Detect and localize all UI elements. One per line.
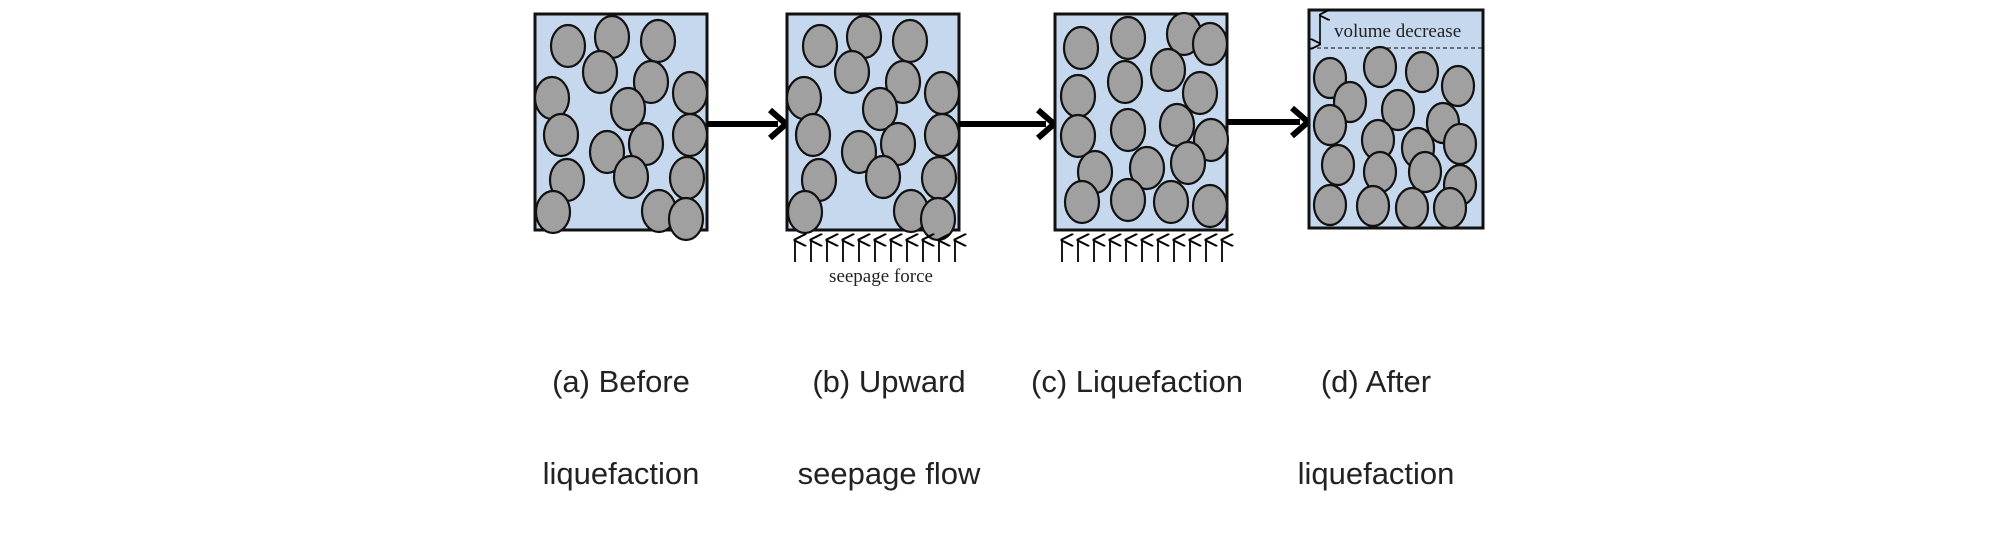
- soil-particle: [891, 18, 929, 64]
- caption-d: (d) After liquefaction: [1246, 313, 1506, 543]
- soil-particle: [1158, 102, 1196, 148]
- soil-particle: [533, 75, 571, 121]
- soil-particle: [1432, 186, 1468, 230]
- soil-particle: [1440, 64, 1476, 108]
- soil-particle: [639, 18, 677, 64]
- caption-a: (a) Before liquefaction: [491, 313, 751, 543]
- soil-particle: [1109, 107, 1147, 153]
- soil-particle: [612, 154, 650, 200]
- arrow-b-to-c: [959, 107, 1059, 141]
- soil-particle: [542, 112, 580, 158]
- panel-b-upward-seepage-flow: seepage force: [785, 12, 961, 287]
- soil-particle: [534, 189, 572, 235]
- soil-particle: [1394, 186, 1430, 230]
- soil-particle: [840, 129, 878, 175]
- caption-c: (c) Liquefaction: [1017, 313, 1257, 451]
- panel-a-particles: [533, 14, 709, 242]
- soil-particle: [671, 70, 709, 116]
- soil-particle: [919, 196, 957, 242]
- panel-c-liquefaction: [1053, 11, 1230, 262]
- soil-particle: [920, 155, 958, 201]
- soil-particle: [1380, 88, 1416, 132]
- soil-particle: [581, 49, 619, 95]
- panel-d-particles: [1312, 45, 1478, 230]
- soil-particle: [1191, 21, 1229, 67]
- soil-particle: [1362, 45, 1398, 89]
- soil-particle: [1062, 25, 1100, 71]
- soil-particle: [1109, 15, 1147, 61]
- soil-particle: [923, 112, 961, 158]
- soil-particle: [1404, 50, 1440, 94]
- caption-a-line2: liquefaction: [542, 456, 700, 491]
- soil-particle: [1442, 122, 1478, 166]
- soil-particle: [667, 196, 705, 242]
- panel-b-seepage-force-label: seepage force: [829, 266, 933, 287]
- soil-particle: [833, 49, 871, 95]
- soil-particle: [1312, 183, 1348, 227]
- soil-particle: [1149, 47, 1187, 93]
- caption-c-line1: (c) Liquefaction: [1031, 364, 1243, 399]
- soil-particle: [671, 112, 709, 158]
- soil-particle: [1059, 73, 1097, 119]
- soil-particle: [1181, 70, 1219, 116]
- soil-particle: [786, 189, 824, 235]
- panel-c-seepage-arrows: [1062, 240, 1222, 262]
- soil-particle: [549, 23, 587, 69]
- soil-particle: [1063, 179, 1101, 225]
- soil-particle: [1106, 59, 1144, 105]
- caption-b-line1: (b) Upward: [812, 364, 966, 399]
- panel-b-seepage-arrows: [795, 240, 955, 262]
- panel-c-particles: [1059, 11, 1230, 229]
- soil-particle: [668, 155, 706, 201]
- caption-b-line2: seepage flow: [797, 456, 981, 491]
- volume-decrease-label: volume decrease: [1334, 21, 1461, 42]
- caption-d-line1: (d) After: [1320, 364, 1432, 399]
- panel-b-particles: [785, 14, 961, 242]
- soil-particle: [861, 86, 899, 132]
- soil-particle: [801, 23, 839, 69]
- soil-particle: [1059, 113, 1097, 159]
- liquefaction-diagram: seepage force volume decrease (a): [533, 8, 1485, 491]
- soil-particle: [1320, 143, 1356, 187]
- caption-b: (b) Upward seepage flow: [759, 313, 1019, 543]
- diagram-canvas: seepage force volume decrease: [533, 8, 1485, 287]
- soil-particle: [794, 112, 832, 158]
- soil-particle: [884, 59, 922, 105]
- soil-particle: [1152, 179, 1190, 225]
- caption-d-line2: liquefaction: [1297, 456, 1455, 491]
- soil-particle: [588, 129, 626, 175]
- soil-particle: [864, 154, 902, 200]
- panel-a-before-liquefaction: [533, 12, 709, 242]
- panel-d-after-liquefaction: volume decrease: [1307, 8, 1485, 230]
- soil-particle: [632, 59, 670, 105]
- soil-particle: [1128, 145, 1166, 191]
- soil-particle: [1407, 150, 1443, 194]
- soil-particle: [785, 75, 823, 121]
- caption-a-line1: (a) Before: [552, 364, 690, 399]
- soil-particle: [1191, 183, 1229, 229]
- soil-particle: [1355, 184, 1391, 228]
- arrow-a-to-b: [707, 107, 791, 141]
- soil-particle: [1312, 103, 1348, 147]
- soil-particle: [609, 86, 647, 132]
- soil-particle: [1169, 140, 1207, 186]
- soil-particle: [1109, 177, 1147, 223]
- soil-particle: [923, 70, 961, 116]
- arrow-c-to-d: [1227, 105, 1313, 139]
